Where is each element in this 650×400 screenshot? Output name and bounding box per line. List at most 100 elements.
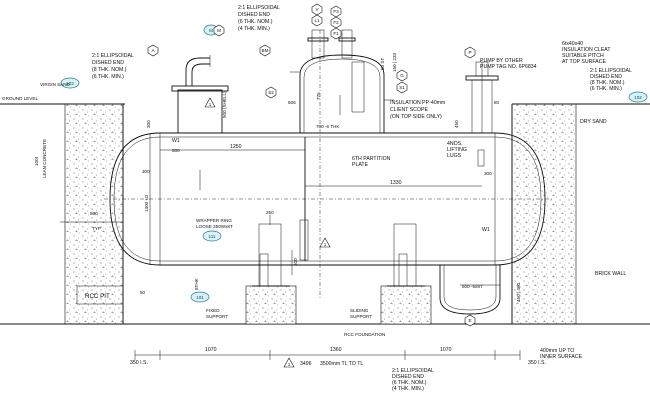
- svg-text:4NOS.: 4NOS.: [447, 141, 463, 147]
- svg-text:LUGS: LUGS: [447, 153, 462, 159]
- svg-text:SUITABLE PITCH: SUITABLE PITCH: [562, 53, 604, 59]
- item-bubble-101: 101: [190, 291, 210, 303]
- svg-text:E: E: [468, 318, 471, 323]
- dimension-lines: [60, 95, 521, 360]
- label-lean-1: 100t: [34, 156, 39, 166]
- svg-text:2:1 ELLIPSOIDAL: 2:1 ELLIPSOIDAL: [92, 53, 134, 59]
- svg-text:(6 THK. NOM.): (6 THK. NOM.): [238, 19, 273, 25]
- svg-text:500: 500: [90, 211, 98, 216]
- left-lean-concrete-wall: [64, 103, 124, 325]
- svg-text:S2: S2: [268, 90, 274, 95]
- left-annotations: VIRGIN SAND GROUND LEVEL 100t LEAN CONCR…: [2, 53, 233, 319]
- svg-text:8THK: 8THK: [194, 277, 199, 290]
- svg-text:1: 1: [209, 102, 212, 107]
- svg-text:1: 1: [288, 362, 291, 367]
- svg-text:350 I.S.: 350 I.S.: [130, 360, 148, 366]
- top-dome: [290, 29, 394, 133]
- revision-triangle-1: 1: [204, 97, 216, 108]
- svg-text:506: 506: [288, 100, 296, 105]
- bottom-sump: [439, 265, 501, 315]
- nozzle-tag-bm: BM: [259, 44, 271, 57]
- svg-text:SLIDING: SLIDING: [350, 308, 369, 313]
- sliding-support-foundation: [380, 285, 432, 325]
- svg-text:1: 1: [324, 242, 327, 247]
- svg-text:775: 775: [316, 92, 321, 100]
- dim-tl-to-tl: 3500mm TL TO TL: [320, 361, 363, 367]
- svg-text:RCC FOUNDATION: RCC FOUNDATION: [344, 332, 385, 337]
- nozzle-tag-v: V: [311, 3, 323, 16]
- svg-text:W1: W1: [482, 227, 490, 233]
- nozzle-tag-e: E: [464, 314, 476, 327]
- svg-text:DRY SAND: DRY SAND: [580, 119, 607, 125]
- dim-3496: 3496: [300, 361, 312, 367]
- svg-text:1070: 1070: [205, 347, 217, 353]
- svg-text:50 ST: 50 ST: [380, 58, 385, 70]
- dimension-texts: 1250 1330 300 500 300 300 500 TYP 1400 I…: [90, 52, 546, 367]
- svg-text:DISHED END: DISHED END: [392, 374, 424, 380]
- svg-text:450: 450: [454, 120, 459, 128]
- lifting-lug: [477, 149, 485, 167]
- svg-text:DISHED END: DISHED END: [92, 60, 124, 66]
- svg-text:PUMP BY OTHER: PUMP BY OTHER: [480, 58, 523, 64]
- svg-text:700 -6 THK: 700 -6 THK: [316, 124, 340, 129]
- svg-text:PUMP TAG NO. 6P6834: PUMP TAG NO. 6P6834: [480, 64, 537, 70]
- svg-text:2:1 ELLIPSOIDAL: 2:1 ELLIPSOIDAL: [392, 368, 434, 374]
- svg-text:350 I.S.: 350 I.S.: [528, 360, 546, 366]
- svg-text:DISHED END: DISHED END: [238, 12, 270, 18]
- svg-text:500: 500: [172, 148, 180, 153]
- nozzle-tag-f2: F2: [330, 16, 342, 29]
- svg-text:150 | 233: 150 | 233: [392, 52, 397, 72]
- svg-text:BM: BM: [262, 48, 269, 53]
- svg-text:101: 101: [196, 295, 204, 300]
- nozzle-tag-s1: S1: [396, 81, 408, 94]
- svg-text:W1: W1: [172, 138, 180, 144]
- label-ground-level: GROUND LEVEL: [2, 96, 38, 101]
- svg-text:600 -6x8T: 600 -6x8T: [462, 284, 483, 289]
- revision-triangle-3: 1: [283, 357, 295, 368]
- svg-text:F1: F1: [333, 31, 339, 36]
- svg-text:200: 200: [293, 258, 298, 266]
- svg-text:F2: F2: [333, 20, 339, 25]
- svg-text:S1: S1: [399, 85, 405, 90]
- svg-text:102: 102: [66, 81, 74, 86]
- saddles: [252, 219, 425, 287]
- svg-text:(4 THK. MIN.): (4 THK. MIN.): [238, 26, 270, 32]
- label-lean-2: LEAN CONCRETE: [42, 139, 47, 178]
- svg-text:(4 THK. MIN.): (4 THK. MIN.): [392, 386, 424, 392]
- svg-text:(6 THK. MIN.): (6 THK. MIN.): [92, 74, 124, 80]
- pump-nozzle: [465, 61, 499, 134]
- nozzle-tag-m: M: [213, 24, 225, 37]
- svg-text:TYP: TYP: [92, 226, 101, 231]
- nozzle-tag-a: A: [147, 44, 159, 57]
- svg-text:F3: F3: [333, 9, 339, 14]
- label-rcc-pit: RCC PIT: [85, 293, 110, 300]
- body-annotations: 6TH PARTITION PLATE 4NOS. LIFTING LUGS W…: [344, 141, 626, 392]
- svg-text:LIFTING: LIFTING: [447, 147, 467, 153]
- svg-text:M: M: [217, 28, 221, 33]
- svg-text:300: 300: [142, 169, 150, 174]
- left-manhole: [171, 55, 229, 134]
- nozzle-tag-f3: F3: [330, 5, 342, 18]
- svg-text:1070: 1070: [440, 347, 452, 353]
- label-virgin-sand: VIRGIN SAND: [40, 82, 71, 87]
- svg-text:G: G: [400, 73, 404, 78]
- svg-text:2:1 ELLIPSOIDAL: 2:1 ELLIPSOIDAL: [238, 5, 280, 11]
- top-annotations: 2:1 ELLIPSOIDAL DISHED END (6 THK. NOM.)…: [238, 5, 632, 125]
- svg-text:FIXED: FIXED: [206, 308, 220, 313]
- svg-text:INNER SURFACE: INNER SURFACE: [540, 354, 583, 360]
- svg-text:AT TOP SURFACE: AT TOP SURFACE: [562, 59, 606, 65]
- svg-text:400mm UP TO: 400mm UP TO: [540, 348, 574, 354]
- nozzle-tag-g: G: [396, 69, 408, 82]
- svg-text:L1: L1: [314, 18, 320, 23]
- item-bubble-102-left: 102: [60, 77, 80, 89]
- item-bubble-111: 111: [202, 230, 222, 242]
- nozzle-tag-l1: L1: [311, 14, 323, 27]
- svg-text:PLATE: PLATE: [352, 162, 369, 168]
- svg-text:6tx40x40: 6tx40x40: [562, 41, 583, 47]
- svg-text:1250: 1250: [230, 144, 242, 150]
- fixed-support-foundation: [245, 285, 297, 325]
- svg-text:250: 250: [266, 210, 274, 215]
- nozzle-tag-f1: F1: [330, 27, 342, 40]
- svg-text:80: 80: [494, 100, 500, 105]
